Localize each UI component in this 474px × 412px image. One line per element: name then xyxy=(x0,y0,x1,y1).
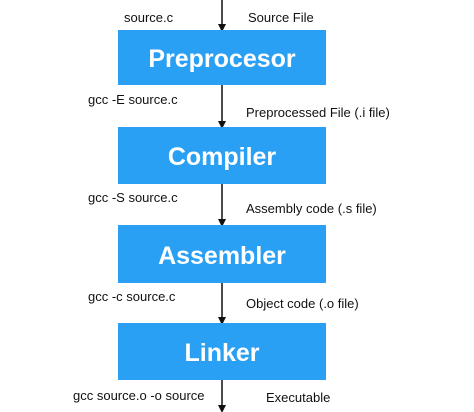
command-label-preprocess: gcc -E source.c xyxy=(88,92,178,107)
command-label-compile: gcc -S source.c xyxy=(88,190,178,205)
stage-assembler: Assembler xyxy=(118,225,326,283)
output-label-preprocessed-file: Preprocessed File (.i file) xyxy=(246,105,390,120)
command-label-link: gcc source.o -o source xyxy=(73,388,205,403)
stage-preprocessor: Preprocesor xyxy=(118,30,326,85)
stage-label: Assembler xyxy=(158,242,286,270)
stage-label: Compiler xyxy=(168,143,277,171)
stage-box xyxy=(118,30,326,85)
stage-label: Linker xyxy=(184,339,259,367)
output-label-source-file: Source File xyxy=(248,10,314,25)
stage-compiler: Compiler xyxy=(118,127,326,184)
output-label-assembly-code: Assembly code (.s file) xyxy=(246,201,377,216)
stage-box xyxy=(118,127,326,184)
stage-label: Preprocesor xyxy=(148,45,296,73)
command-label-assemble: gcc -c source.c xyxy=(88,289,176,304)
stage-box xyxy=(118,225,326,283)
stage-box xyxy=(118,323,326,380)
output-label-object-code: Object code (.o file) xyxy=(246,296,359,311)
output-label-executable: Executable xyxy=(266,390,330,405)
stage-linker: Linker xyxy=(118,323,326,380)
command-label-source: source.c xyxy=(124,10,174,25)
